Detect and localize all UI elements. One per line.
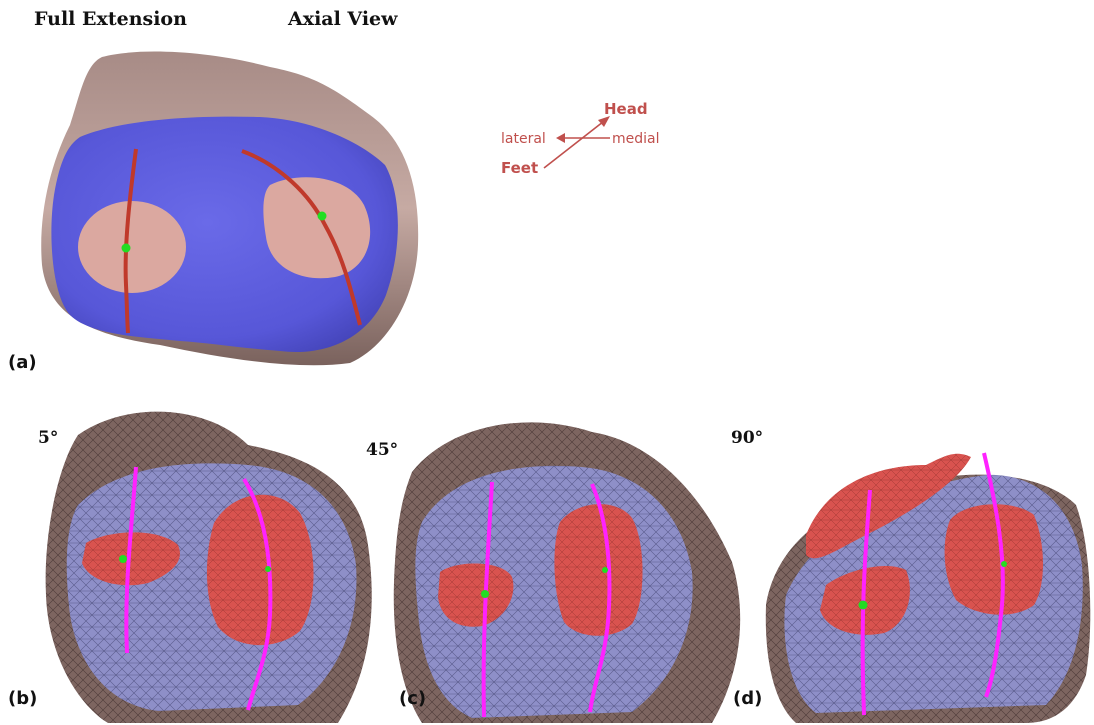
marker-lateral: [122, 244, 131, 253]
orient-head-label: Head: [604, 100, 648, 118]
orient-lateral-label: lateral: [501, 131, 546, 147]
panel-d-figure: [756, 445, 1094, 723]
contact-patch-medial: [554, 504, 642, 636]
orientation-indicator: Head lateral medial Feet: [498, 96, 678, 182]
contact-patch-lateral: [78, 201, 186, 293]
panel-a-figure: [30, 45, 430, 375]
panel-c-knee-model: [392, 412, 747, 723]
marker-lateral: [119, 555, 127, 563]
contact-patch-medial: [945, 504, 1043, 614]
marker-medial: [1001, 561, 1007, 567]
lateral-arrowhead: [556, 133, 565, 143]
panel-a-knee-model: [30, 45, 430, 375]
panel-b-figure: [38, 405, 376, 723]
marker-medial: [318, 212, 327, 221]
panel-label-a: (a): [8, 352, 37, 373]
panel-c-figure: [392, 412, 747, 723]
marker-medial: [265, 566, 271, 572]
panel-label-d: (d): [733, 688, 762, 709]
feet-to-head-arrow: [544, 118, 608, 168]
panel-label-c: (c): [399, 688, 426, 709]
panel-b-knee-model: [38, 405, 376, 723]
title-axial-view: Axial View: [288, 8, 398, 30]
panel-label-b: (b): [8, 688, 37, 709]
orientation-arrows: Head lateral medial Feet: [498, 96, 678, 182]
panel-d-knee-model: [756, 445, 1094, 723]
marker-lateral: [859, 601, 868, 610]
marker-medial: [602, 567, 608, 573]
marker-lateral: [481, 590, 489, 598]
orient-feet-label: Feet: [501, 159, 538, 177]
title-full-extension: Full Extension: [34, 8, 187, 30]
orient-medial-label: medial: [612, 131, 660, 147]
